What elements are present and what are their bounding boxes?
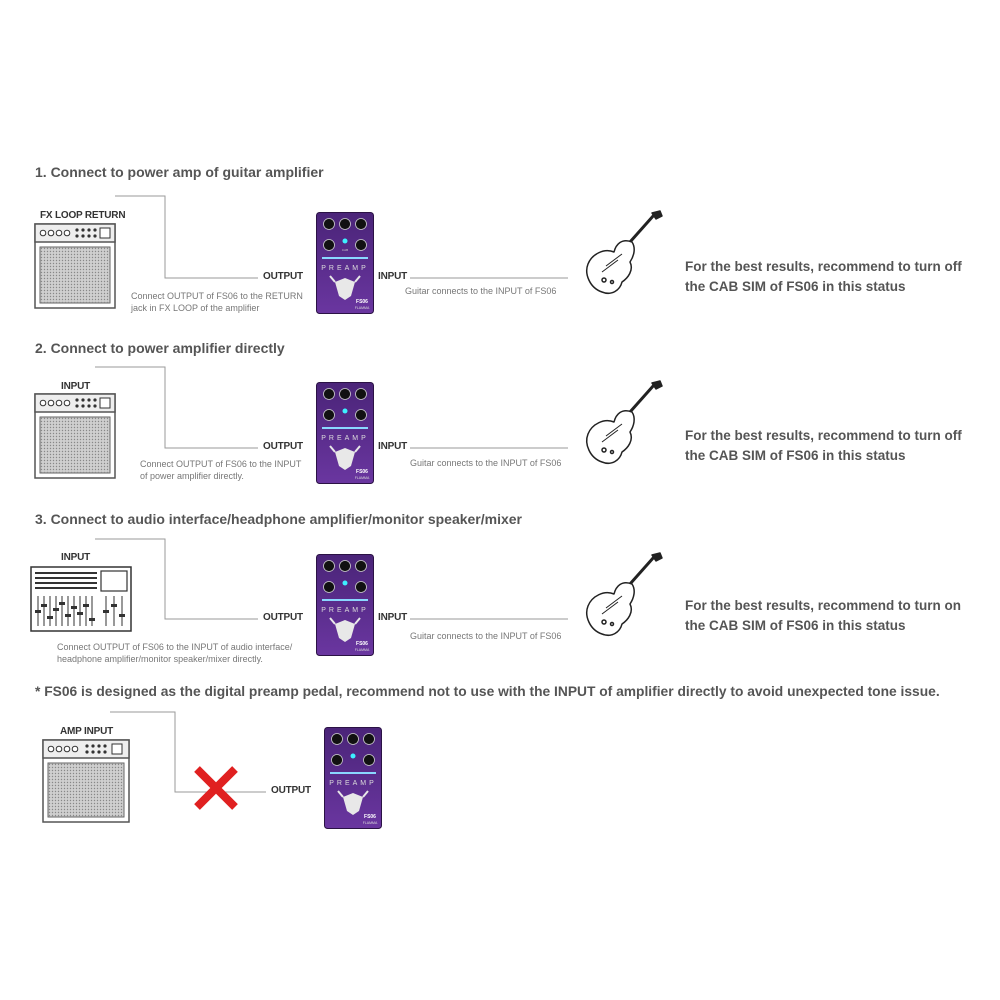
svg-text:FLAMMA: FLAMMA (355, 306, 370, 310)
amp-input-label-2: INPUT (61, 381, 91, 392)
output-cable-warning (110, 711, 266, 793)
amplifier-icon (42, 739, 130, 828)
output-caption-3: Connect OUTPUT of FS06 to the INPUT of a… (57, 642, 293, 664)
cross-icon (193, 766, 239, 815)
output-cable-2 (95, 366, 258, 449)
output-label-2: OUTPUT (263, 441, 303, 452)
section-3-heading: 3. Connect to audio interface/headphone … (35, 511, 522, 527)
svg-text:PREAMP: PREAMP (329, 780, 377, 787)
pedal-icon: PREAMP FS06 FLAMMA (316, 382, 374, 484)
fx-loop-return-label: FX LOOP RETURN (40, 210, 126, 221)
output-label-3: OUTPUT (263, 612, 303, 623)
svg-text:PREAMP: PREAMP (321, 265, 369, 272)
output-label-warning: OUTPUT (271, 785, 311, 796)
svg-text:PREAMP: PREAMP (321, 607, 369, 614)
output-cable-1 (115, 195, 258, 279)
amplifier-icon (34, 223, 116, 314)
svg-text:CAB: CAB (342, 248, 348, 252)
pedal-icon: PREAMP FS06 FLAMMA (324, 727, 382, 829)
section-2-heading: 2. Connect to power amplifier directly (35, 340, 285, 356)
guitar-icon (572, 380, 664, 477)
pedal-icon: PREAMP FS06 FLAMMA (316, 554, 374, 656)
input-label-3: INPUT (378, 612, 408, 623)
guitar-icon (572, 210, 664, 307)
input-caption-3: Guitar connects to the INPUT of FS06 (410, 631, 562, 641)
input-label-2: INPUT (378, 441, 408, 452)
svg-text:FS06: FS06 (356, 469, 368, 475)
pedal-icon: CAB PREAMP FS06 FLAMMA (316, 212, 374, 314)
recommendation-2: For the best results, recommend to turn … (685, 428, 962, 463)
input-caption-1: Guitar connects to the INPUT of FS06 (405, 286, 557, 296)
amplifier-icon (34, 393, 116, 484)
interface-input-label: INPUT (61, 552, 91, 563)
svg-text:FLAMMA: FLAMMA (355, 476, 370, 480)
mixer-icon (30, 566, 132, 637)
output-label-1: OUTPUT (263, 271, 303, 282)
svg-text:FS06: FS06 (364, 814, 376, 820)
recommendation-3: For the best results, recommend to turn … (685, 598, 962, 633)
svg-text:FS06: FS06 (356, 641, 368, 647)
warning-note: * FS06 is designed as the digital preamp… (35, 684, 940, 699)
input-label-1: INPUT (378, 271, 408, 282)
output-caption-2: Connect OUTPUT of FS06 to the INPUT of p… (140, 459, 302, 481)
svg-text:FLAMMA: FLAMMA (355, 648, 370, 652)
recommendation-1: For the best results, recommend to turn … (685, 259, 962, 294)
section-1-heading: 1. Connect to power amp of guitar amplif… (35, 164, 324, 180)
svg-text:FS06: FS06 (356, 299, 368, 305)
amp-input-label-warning: AMP INPUT (60, 726, 114, 737)
guitar-icon (572, 552, 664, 649)
output-caption-1: Connect OUTPUT of FS06 to the RETURN jac… (131, 291, 303, 313)
input-caption-2: Guitar connects to the INPUT of FS06 (410, 458, 562, 468)
svg-text:FLAMMA: FLAMMA (363, 821, 378, 825)
svg-text:PREAMP: PREAMP (321, 435, 369, 442)
